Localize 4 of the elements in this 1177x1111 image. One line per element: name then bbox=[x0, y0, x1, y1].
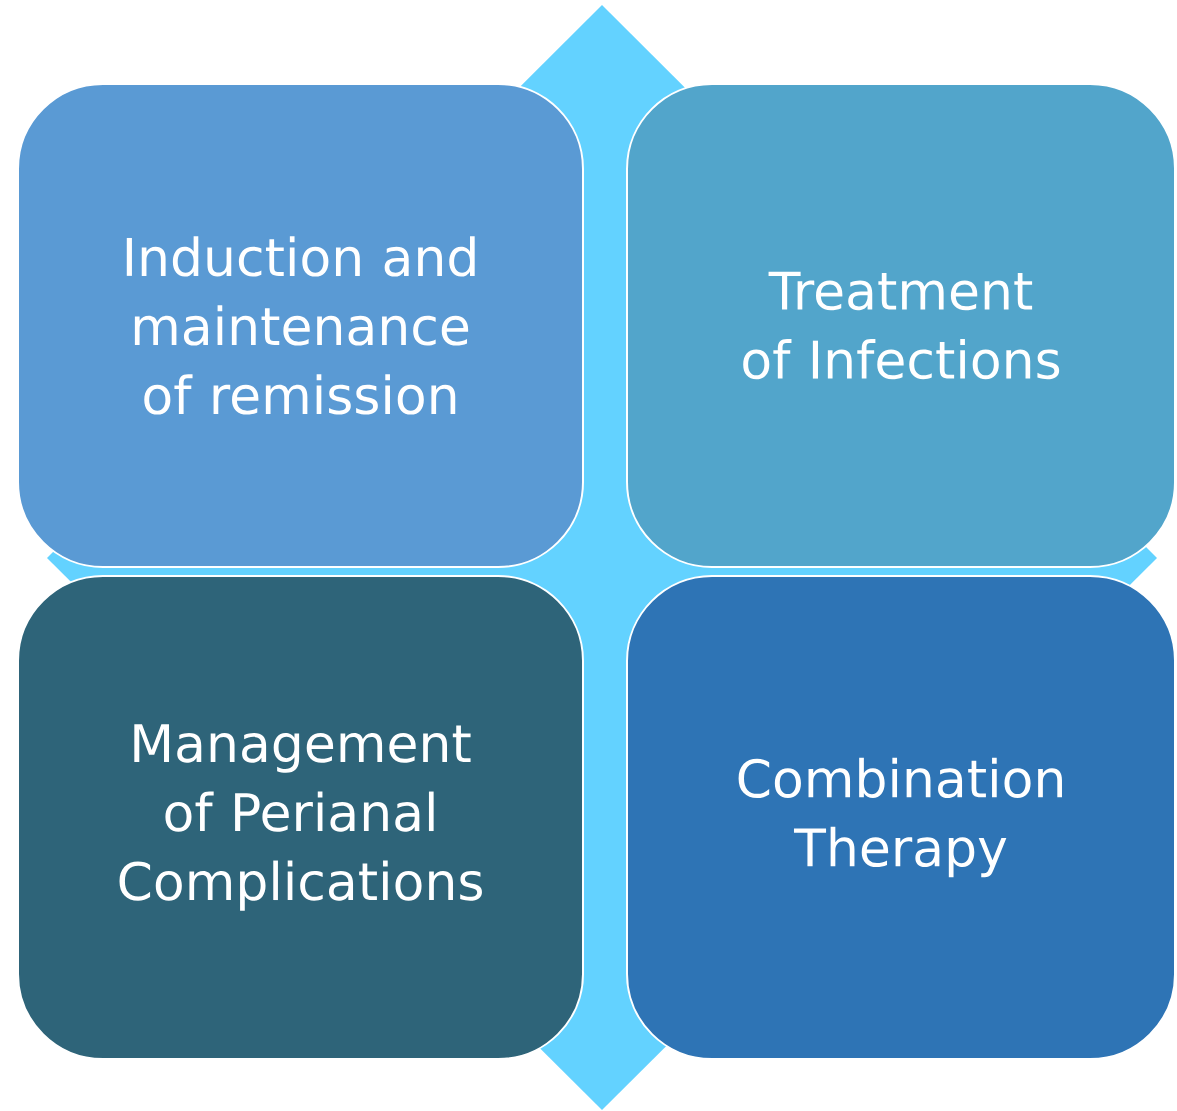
rounded-box: Combination Therapy bbox=[626, 575, 1176, 1060]
rounded-box: Treatment of Infections bbox=[626, 83, 1176, 568]
rounded-box: Induction and maintenance of remission bbox=[17, 83, 584, 568]
rounded-box: Management of Perianal Complications bbox=[17, 575, 584, 1060]
